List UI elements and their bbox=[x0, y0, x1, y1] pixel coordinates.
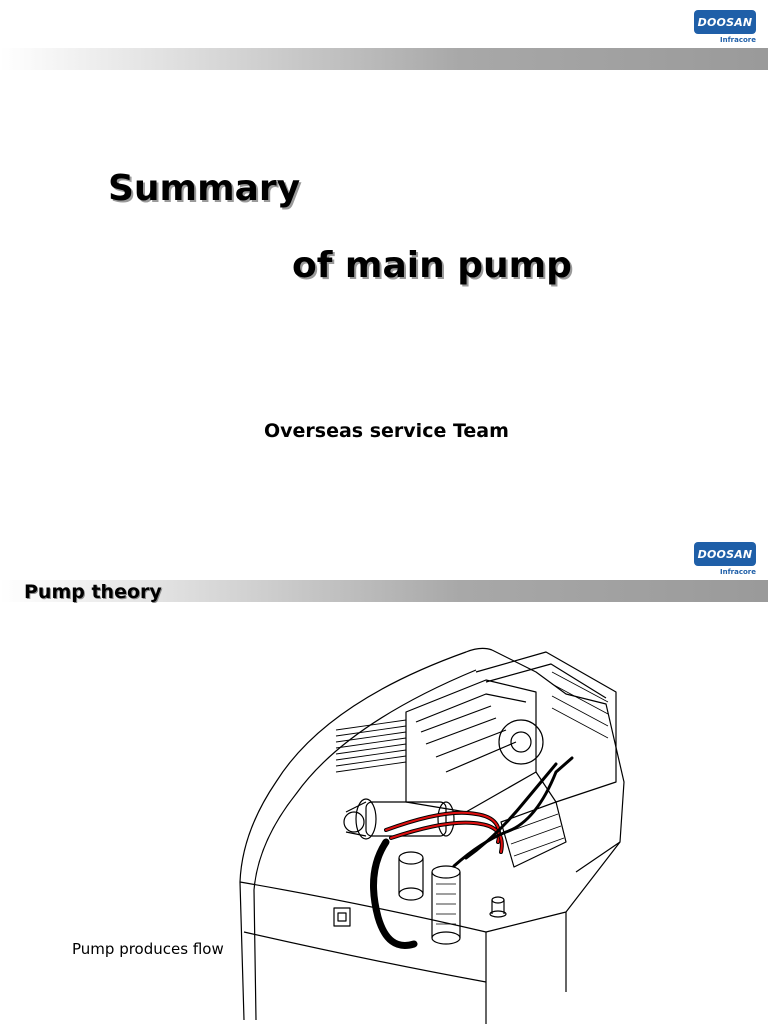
slide-title-line2: of main pump bbox=[292, 245, 572, 286]
slide-pump-theory: DOOSAN Infracore Pump theory bbox=[0, 512, 768, 1024]
logo-subtext: Infracore bbox=[720, 568, 756, 576]
slide-subtitle: Overseas service Team bbox=[264, 420, 509, 442]
logo-badge: DOOSAN bbox=[694, 10, 756, 34]
logo-badge: DOOSAN bbox=[694, 542, 756, 566]
logo-text: DOOSAN bbox=[697, 547, 753, 561]
logo-subtext: Infracore bbox=[720, 36, 756, 44]
header-bar bbox=[0, 48, 768, 70]
slide-title: DOOSAN Infracore Summary of main pump Ov… bbox=[0, 10, 768, 442]
doosan-logo: DOOSAN Infracore bbox=[694, 542, 758, 582]
doosan-logo: DOOSAN Infracore bbox=[694, 10, 758, 50]
section-heading: Pump theory bbox=[24, 581, 162, 603]
section-bar bbox=[0, 580, 768, 602]
logo-text: DOOSAN bbox=[697, 15, 753, 29]
slide-title-line1: Summary bbox=[108, 168, 301, 209]
figure-caption: Pump produces flow bbox=[72, 940, 224, 958]
engine-pump-illustration bbox=[239, 647, 625, 1024]
